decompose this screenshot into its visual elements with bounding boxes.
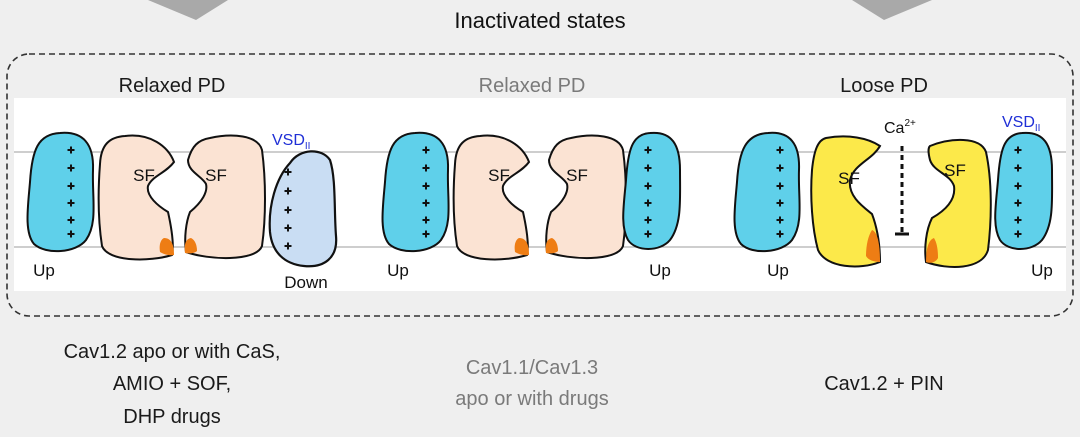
vsd-left-up	[733, 131, 801, 252]
gate-right	[545, 238, 558, 254]
vsd-right-up	[994, 131, 1054, 250]
caption-line: Cav1.2 + PIN	[824, 373, 944, 395]
gate-right	[184, 238, 197, 254]
sf-label-right: SF	[205, 166, 227, 185]
caption-line: DHP drugs	[123, 406, 220, 428]
caption-panel-2: Cav1.1/Cav1.3 apo or with drugs	[455, 357, 608, 410]
caption-line: Cav1.2 apo or with CaS,	[64, 341, 281, 363]
pore-subunit-right	[924, 138, 992, 268]
caption-line: Cav1.1/Cav1.3	[466, 357, 598, 379]
vsd-right-down	[268, 150, 338, 268]
ion-label: Ca2+	[884, 118, 916, 137]
panel-loose-pd: Loose PD Up SF SF Ca2+ VSDII Up	[733, 75, 1054, 280]
left-arrow-head	[148, 0, 228, 20]
pore-subunit-left	[452, 134, 531, 261]
pore-subunit-left	[810, 135, 882, 268]
caption-line: apo or with drugs	[455, 388, 608, 410]
gate-left	[159, 238, 174, 256]
pore-subunit-left	[97, 134, 176, 261]
gate-left	[866, 230, 880, 262]
gate-right	[926, 238, 938, 263]
caption-line: AMIO + SOF,	[113, 373, 231, 395]
membrane-band	[14, 98, 1066, 291]
caption-panel-3: Cav1.2 + PIN	[824, 373, 944, 395]
vsd-left-state: Up	[767, 261, 789, 280]
sf-label-right: SF	[566, 166, 588, 185]
sf-label-left: SF	[838, 169, 860, 188]
panel-title: Loose PD	[840, 75, 928, 97]
panel-title: Relaxed PD	[479, 75, 586, 97]
vsd-left-up	[381, 131, 450, 252]
vsd-right-state: Up	[649, 261, 671, 280]
panel-relaxed-pd-2: Relaxed PD Up SF SF Up	[381, 75, 682, 280]
sf-label-left: SF	[133, 166, 155, 185]
vsd-ii-label: VSDII	[272, 132, 310, 152]
panel-relaxed-pd-1: Relaxed PD Up SF SF VSDII Down	[26, 75, 338, 292]
vsd-left-up	[26, 131, 95, 252]
vsd-ii-label: VSDII	[1002, 114, 1040, 134]
sf-label-right: SF	[944, 161, 966, 180]
vsd-right-up	[622, 131, 682, 250]
caption-panel-1: Cav1.2 apo or with CaS, AMIO + SOF, DHP …	[64, 341, 281, 428]
panel-title: Relaxed PD	[119, 75, 226, 97]
vsd-left-state: Up	[387, 261, 409, 280]
right-arrow-head	[852, 0, 932, 20]
sf-label-left: SF	[488, 166, 510, 185]
vsd-left-state: Up	[33, 261, 55, 280]
vsd-right-state: Up	[1031, 261, 1053, 280]
gate-left	[514, 238, 529, 256]
vsd-right-state: Down	[284, 273, 327, 292]
header-title: Inactivated states	[454, 8, 625, 33]
